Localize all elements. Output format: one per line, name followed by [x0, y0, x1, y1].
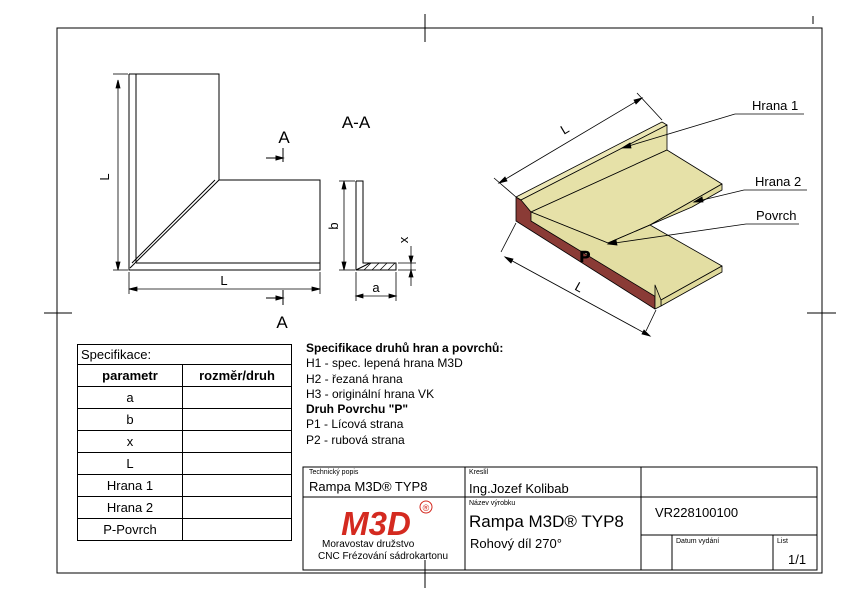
- value-cell[interactable]: [181, 386, 293, 409]
- param-table-title: Specifikace:: [77, 344, 292, 365]
- section-marker-top: [266, 148, 285, 162]
- value-cell[interactable]: [181, 518, 293, 541]
- dimension-a: [354, 272, 398, 301]
- callout-lines: [606, 113, 807, 246]
- dimension-b: [339, 180, 355, 271]
- param-cell: L: [77, 452, 183, 475]
- sheet-value: 1/1: [788, 552, 807, 567]
- product-subtitle: Rohový díl 270°: [470, 536, 562, 551]
- label-x: x: [396, 236, 411, 243]
- table-row: P-Povrch: [77, 518, 293, 541]
- drawn-by-value: Ing.Jozef Kolibab: [469, 481, 569, 496]
- section-view: [355, 180, 397, 271]
- value-cell[interactable]: [181, 474, 293, 497]
- section-hatch: [363, 262, 396, 271]
- callout-hrana2: Hrana 2: [755, 174, 801, 189]
- param-col-header: parametr: [77, 364, 183, 387]
- company-tagline: CNC Frézování sádrokartonu: [318, 551, 449, 562]
- value-cell[interactable]: [181, 452, 293, 475]
- callout-hrana1: Hrana 1: [752, 98, 798, 113]
- section-label-top: A: [278, 128, 290, 147]
- issue-date-label: Datum vydání: [676, 538, 720, 545]
- product-name: Rampa M3D® TYP8: [469, 512, 624, 531]
- param-cell: Hrana 2: [77, 496, 183, 519]
- section-label-bottom: A: [276, 313, 288, 332]
- sheet-label: List: [777, 538, 788, 545]
- label-L-bottom: L: [220, 273, 227, 288]
- parameter-table: Specifikace: parametr rozměr/druh a b x …: [77, 344, 293, 541]
- logo-registered-circle: [419, 500, 433, 514]
- tech-description-value: Rampa M3D® TYP8: [309, 479, 428, 494]
- label-b: b: [326, 222, 341, 229]
- label-a: a: [372, 280, 380, 295]
- company-logo: M3D: [341, 505, 411, 542]
- value-cell[interactable]: [181, 496, 293, 519]
- table-row: L: [77, 452, 293, 475]
- section-marker-bottom: [266, 290, 285, 305]
- drawn-by-label: Kreslil: [469, 469, 489, 476]
- callout-povrch: Povrch: [756, 208, 796, 223]
- front-view: [128, 73, 321, 271]
- tech-description-label: Technický popis: [309, 469, 359, 476]
- spec-h1: H1 - spec. lepená hrana M3D: [306, 356, 463, 371]
- table-row: x: [77, 430, 293, 453]
- param-cell: x: [77, 430, 183, 453]
- value-cell[interactable]: [181, 430, 293, 453]
- drawing-number: VR228100100: [655, 505, 739, 520]
- value-col-header: rozměr/druh: [181, 364, 293, 387]
- isometric-view: [515, 121, 723, 310]
- spec-h3: H3 - originální hrana VK: [306, 386, 435, 401]
- table-row: b: [77, 408, 293, 431]
- dimension-L-vertical: [113, 73, 128, 271]
- spec-surface-heading: Druh Povrchu "P": [306, 402, 409, 417]
- param-cell: Hrana 1: [77, 474, 183, 497]
- logo-registered-mark: ®: [423, 503, 430, 513]
- param-cell: a: [77, 386, 183, 409]
- param-cell: b: [77, 408, 183, 431]
- table-row: a: [77, 386, 293, 409]
- product-name-label: Název výrobku: [469, 500, 516, 507]
- dimension-L-iso-bottom: [500, 222, 657, 337]
- section-title: A-A: [342, 113, 371, 132]
- centering-marks: [44, 14, 836, 588]
- surface-label-P: P: [580, 249, 591, 266]
- label-L-iso-top: L: [558, 121, 572, 138]
- spec-heading: Specifikace druhů hran a povrchů:: [306, 341, 504, 355]
- dimension-L-horizontal: [128, 272, 321, 294]
- spec-p1: P1 - Lícová strana: [306, 417, 404, 432]
- value-cell[interactable]: [181, 408, 293, 431]
- label-L-side: L: [97, 173, 112, 180]
- table-row: Hrana 1: [77, 474, 293, 497]
- title-block-grid: [302, 466, 818, 571]
- dimension-L-iso-top: [493, 92, 663, 198]
- table-row: Hrana 2: [77, 496, 293, 519]
- dimension-x: [398, 246, 416, 286]
- sheet-border: [56, 27, 823, 574]
- company-name: Moravostav družstvo: [322, 539, 415, 550]
- label-L-iso-bottom: L: [572, 279, 586, 296]
- spec-p2: P2 - rubová strana: [306, 432, 405, 447]
- spec-text-block: Specifikace druhů hran a povrchů: H1 - s…: [306, 341, 503, 448]
- spec-h2: H2 - řezaná hrana: [306, 371, 403, 386]
- param-cell: P-Povrch: [77, 518, 183, 541]
